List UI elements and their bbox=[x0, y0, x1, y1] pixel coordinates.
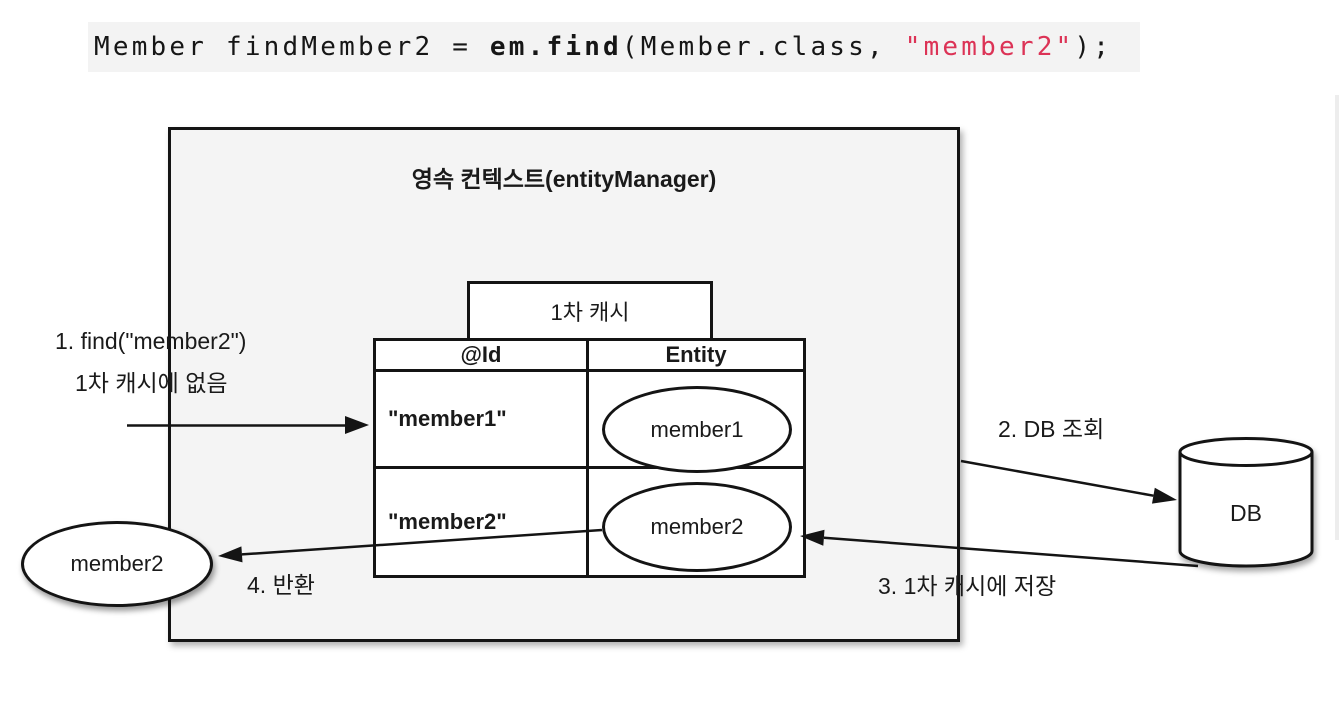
step1-cache-miss-label: 1차 캐시에 없음 bbox=[75, 370, 228, 396]
entity-ellipse-member2: member2 bbox=[602, 482, 792, 572]
code-string-member2: "member2" bbox=[904, 32, 1075, 62]
cache-table-header-entity: Entity bbox=[589, 341, 803, 372]
cache-row-member1-id: "member1" bbox=[376, 372, 589, 469]
code-plain: ); bbox=[1074, 32, 1113, 62]
cache-table-header-id: @Id bbox=[376, 341, 589, 372]
db-label: DB bbox=[1230, 500, 1262, 526]
code-method-em-find: em.find bbox=[489, 32, 622, 62]
db-cylinder: DB bbox=[1178, 437, 1314, 568]
step3-store-cache-label: 3. 1차 캐시에 저장 bbox=[878, 573, 1057, 599]
entity-ellipse-member1: member1 bbox=[602, 386, 792, 473]
entity-member2-label: member2 bbox=[650, 514, 744, 539]
code-snippet: Member findMember2 = em.find(Member.clas… bbox=[88, 22, 1140, 72]
step1-find-label: 1. find("member2") bbox=[55, 328, 247, 354]
step2-db-lookup-label: 2. DB 조회 bbox=[998, 416, 1105, 442]
returned-entity-ellipse: member2 bbox=[21, 521, 213, 607]
arrow-step2-db-lookup bbox=[960, 459, 1177, 504]
code-plain: Member findMember2 = bbox=[94, 32, 490, 62]
step4-return-label: 4. 반환 bbox=[247, 572, 315, 598]
first-level-cache-label: 1차 캐시 bbox=[550, 300, 630, 325]
returned-entity-label: member2 bbox=[70, 551, 164, 576]
persistence-context-title: 영속 컨텍스트(entityManager) bbox=[411, 166, 717, 192]
first-level-cache-label-box: 1차 캐시 bbox=[467, 281, 713, 338]
cache-row-member2-id: "member2" bbox=[376, 469, 589, 575]
code-plain: (Member.class, bbox=[621, 32, 905, 62]
page-edge-line bbox=[1335, 95, 1339, 540]
entity-member1-label: member1 bbox=[650, 416, 744, 442]
